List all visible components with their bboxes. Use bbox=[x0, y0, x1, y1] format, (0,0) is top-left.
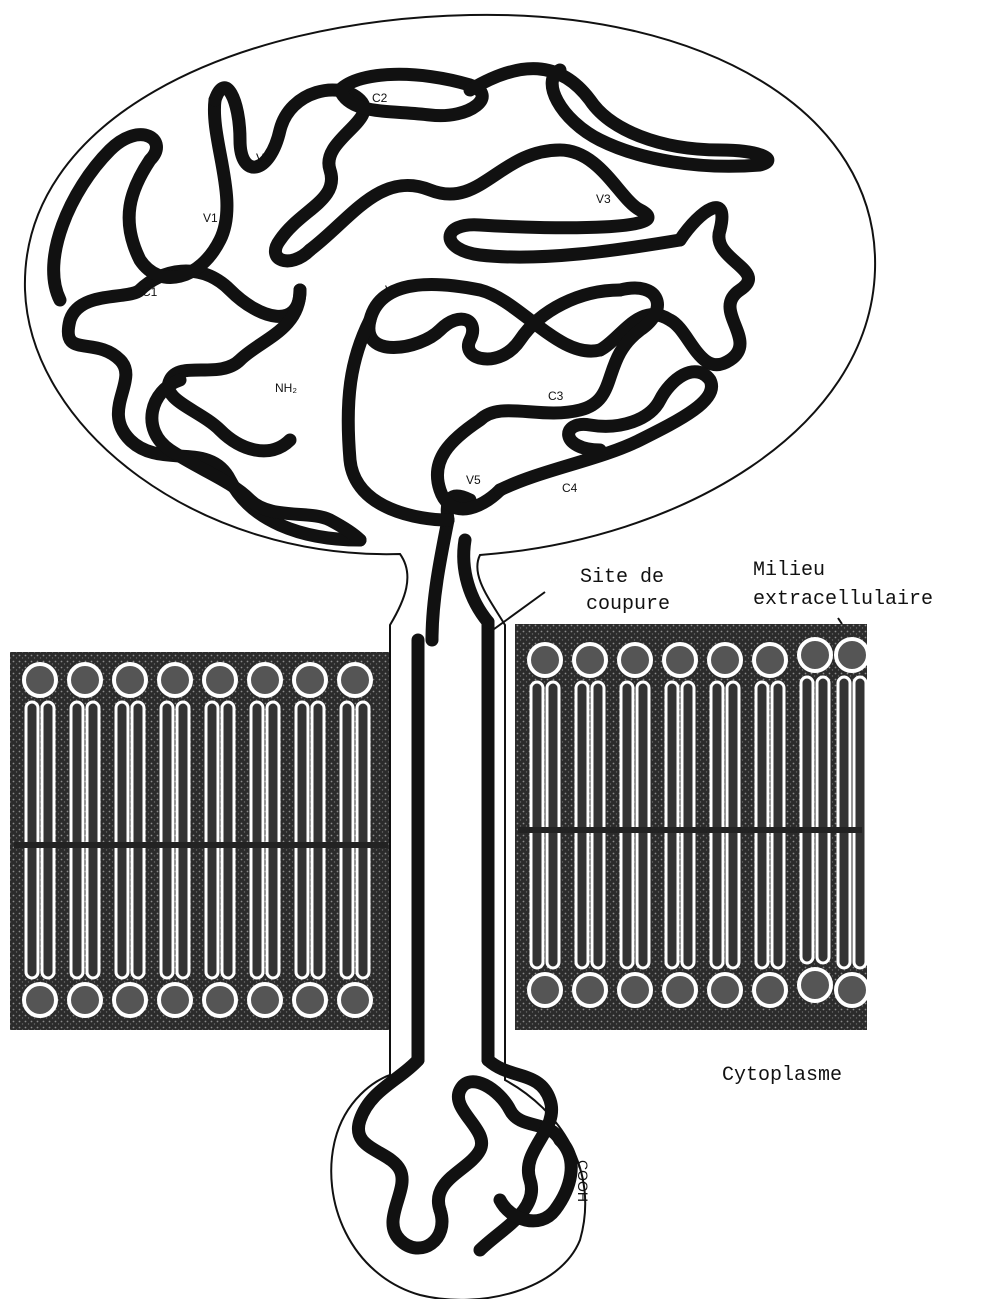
lipid-tail bbox=[341, 702, 353, 978]
lipid-tail bbox=[727, 682, 739, 968]
cytoplasm-label: Cytoplasme bbox=[722, 1064, 842, 1087]
lipid-head bbox=[159, 664, 191, 696]
lipid-head bbox=[709, 974, 741, 1006]
label-c3: C3 bbox=[548, 389, 564, 403]
label-v2: V2 bbox=[256, 151, 271, 165]
label-cooh: COOH bbox=[575, 1160, 591, 1202]
lipid-head bbox=[24, 664, 56, 696]
lipid-tail bbox=[801, 677, 813, 963]
label-c2: C2 bbox=[372, 91, 388, 105]
lipid-tail bbox=[42, 702, 54, 978]
lipid-head bbox=[159, 984, 191, 1016]
extracellular-label-line1: Milieu bbox=[753, 559, 825, 582]
lipid-head bbox=[709, 644, 741, 676]
lipid-tail bbox=[161, 702, 173, 978]
lipid-tail bbox=[621, 682, 633, 968]
lipid-tail bbox=[222, 702, 234, 978]
lipid-head bbox=[69, 664, 101, 696]
label-v4: V4 bbox=[385, 283, 400, 297]
lipid-tail bbox=[206, 702, 218, 978]
lipid-head bbox=[574, 974, 606, 1006]
lipid-head bbox=[339, 664, 371, 696]
lipid-head bbox=[249, 984, 281, 1016]
lipid-tail bbox=[547, 682, 559, 968]
label-v3: V3 bbox=[596, 192, 611, 206]
lipid-head bbox=[249, 664, 281, 696]
lipid-head bbox=[574, 644, 606, 676]
cleavage-site-label-line2: coupure bbox=[586, 593, 670, 616]
lipid-tail bbox=[132, 702, 144, 978]
lipid-head bbox=[529, 644, 561, 676]
lipid-tail bbox=[71, 702, 83, 978]
lipid-tail bbox=[531, 682, 543, 968]
lipid-head bbox=[664, 974, 696, 1006]
lipid-tail bbox=[666, 682, 678, 968]
lipid-tail bbox=[772, 682, 784, 968]
lipid-head bbox=[294, 664, 326, 696]
lipid-tail bbox=[177, 702, 189, 978]
lipid-tail bbox=[711, 682, 723, 968]
lipid-tail bbox=[756, 682, 768, 968]
label-v1: V1 bbox=[203, 211, 218, 225]
lipid-tail bbox=[296, 702, 308, 978]
lipid-tail bbox=[312, 702, 324, 978]
lipid-head bbox=[754, 644, 786, 676]
lipid-tail bbox=[267, 702, 279, 978]
lipid-head bbox=[619, 974, 651, 1006]
lipid-head bbox=[294, 984, 326, 1016]
label-c1: C1 bbox=[142, 285, 158, 299]
lipid-tail bbox=[817, 677, 829, 963]
lipid-head bbox=[799, 639, 831, 671]
lipid-tail bbox=[87, 702, 99, 978]
lipid-head bbox=[114, 984, 146, 1016]
lipid-tail bbox=[576, 682, 588, 968]
lipid-tail bbox=[251, 702, 263, 978]
lipid-head bbox=[664, 644, 696, 676]
extracellular-tick bbox=[838, 618, 842, 624]
label-c4: C4 bbox=[562, 481, 578, 495]
lipid-head bbox=[754, 974, 786, 1006]
lipid-head bbox=[69, 984, 101, 1016]
lipid-head bbox=[619, 644, 651, 676]
cleavage-site-label-line1: Site de bbox=[580, 566, 664, 589]
lipid-head bbox=[529, 974, 561, 1006]
lipid-head bbox=[836, 639, 868, 671]
lipid-tail bbox=[116, 702, 128, 978]
lipid-tail bbox=[637, 682, 649, 968]
lipid-head bbox=[836, 974, 868, 1006]
membrane-left-block bbox=[10, 652, 390, 1030]
lipid-tail bbox=[682, 682, 694, 968]
lipid-tail bbox=[838, 677, 850, 968]
lipid-tail bbox=[26, 702, 38, 978]
lipid-head bbox=[204, 984, 236, 1016]
lipid-tail bbox=[592, 682, 604, 968]
label-nh2: NH₂ bbox=[275, 381, 297, 395]
lipid-head bbox=[204, 664, 236, 696]
lipid-head bbox=[114, 664, 146, 696]
lipid-head bbox=[24, 984, 56, 1016]
lipid-head bbox=[799, 969, 831, 1001]
lipid-tail bbox=[854, 677, 866, 968]
lipid-tail bbox=[357, 702, 369, 978]
extracellular-label-line2: extracellulaire bbox=[753, 588, 933, 611]
label-v5: V5 bbox=[466, 473, 481, 487]
lipid-head bbox=[339, 984, 371, 1016]
